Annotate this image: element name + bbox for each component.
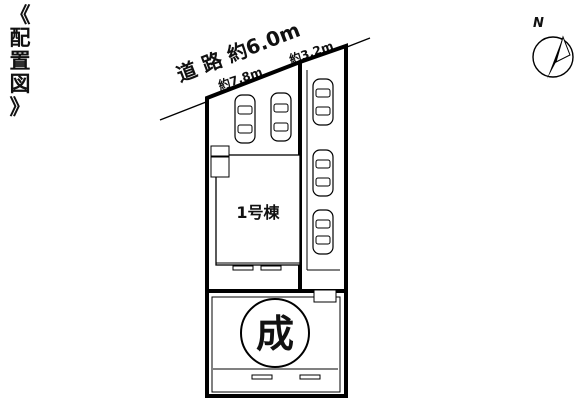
building-1-step bbox=[232, 265, 254, 271]
car-icon bbox=[312, 209, 334, 255]
building-1-footprint bbox=[215, 154, 301, 266]
title-char: 》 bbox=[9, 95, 31, 119]
title-char: 《 bbox=[9, 3, 31, 27]
sold-seal bbox=[240, 298, 310, 368]
building-1-unit bbox=[210, 156, 230, 178]
building-1-label: 1号棟 bbox=[236, 203, 280, 222]
car-icon bbox=[234, 94, 256, 144]
title-char: 置 bbox=[9, 49, 31, 73]
title-char: 図 bbox=[9, 72, 31, 96]
car-icon bbox=[270, 92, 292, 142]
compass-needle-icon bbox=[547, 37, 563, 79]
parking-cars bbox=[234, 78, 334, 255]
north-compass: N bbox=[532, 16, 574, 79]
title-char: 配 bbox=[9, 26, 31, 50]
car-icon bbox=[312, 78, 334, 126]
compass-needle-icon bbox=[555, 35, 571, 63]
compass-north-label: N bbox=[533, 16, 544, 31]
building-2-step bbox=[251, 374, 273, 380]
building-1-step bbox=[260, 265, 282, 271]
sold-seal-label: 成 bbox=[256, 312, 294, 356]
lot-2-fence bbox=[211, 296, 341, 393]
layout-title: 《 配 置 図 》 bbox=[6, 4, 34, 119]
car-icon bbox=[312, 149, 334, 197]
building-1-unit bbox=[210, 145, 230, 157]
building-2-step bbox=[299, 374, 321, 380]
building-2-unit bbox=[313, 289, 337, 303]
